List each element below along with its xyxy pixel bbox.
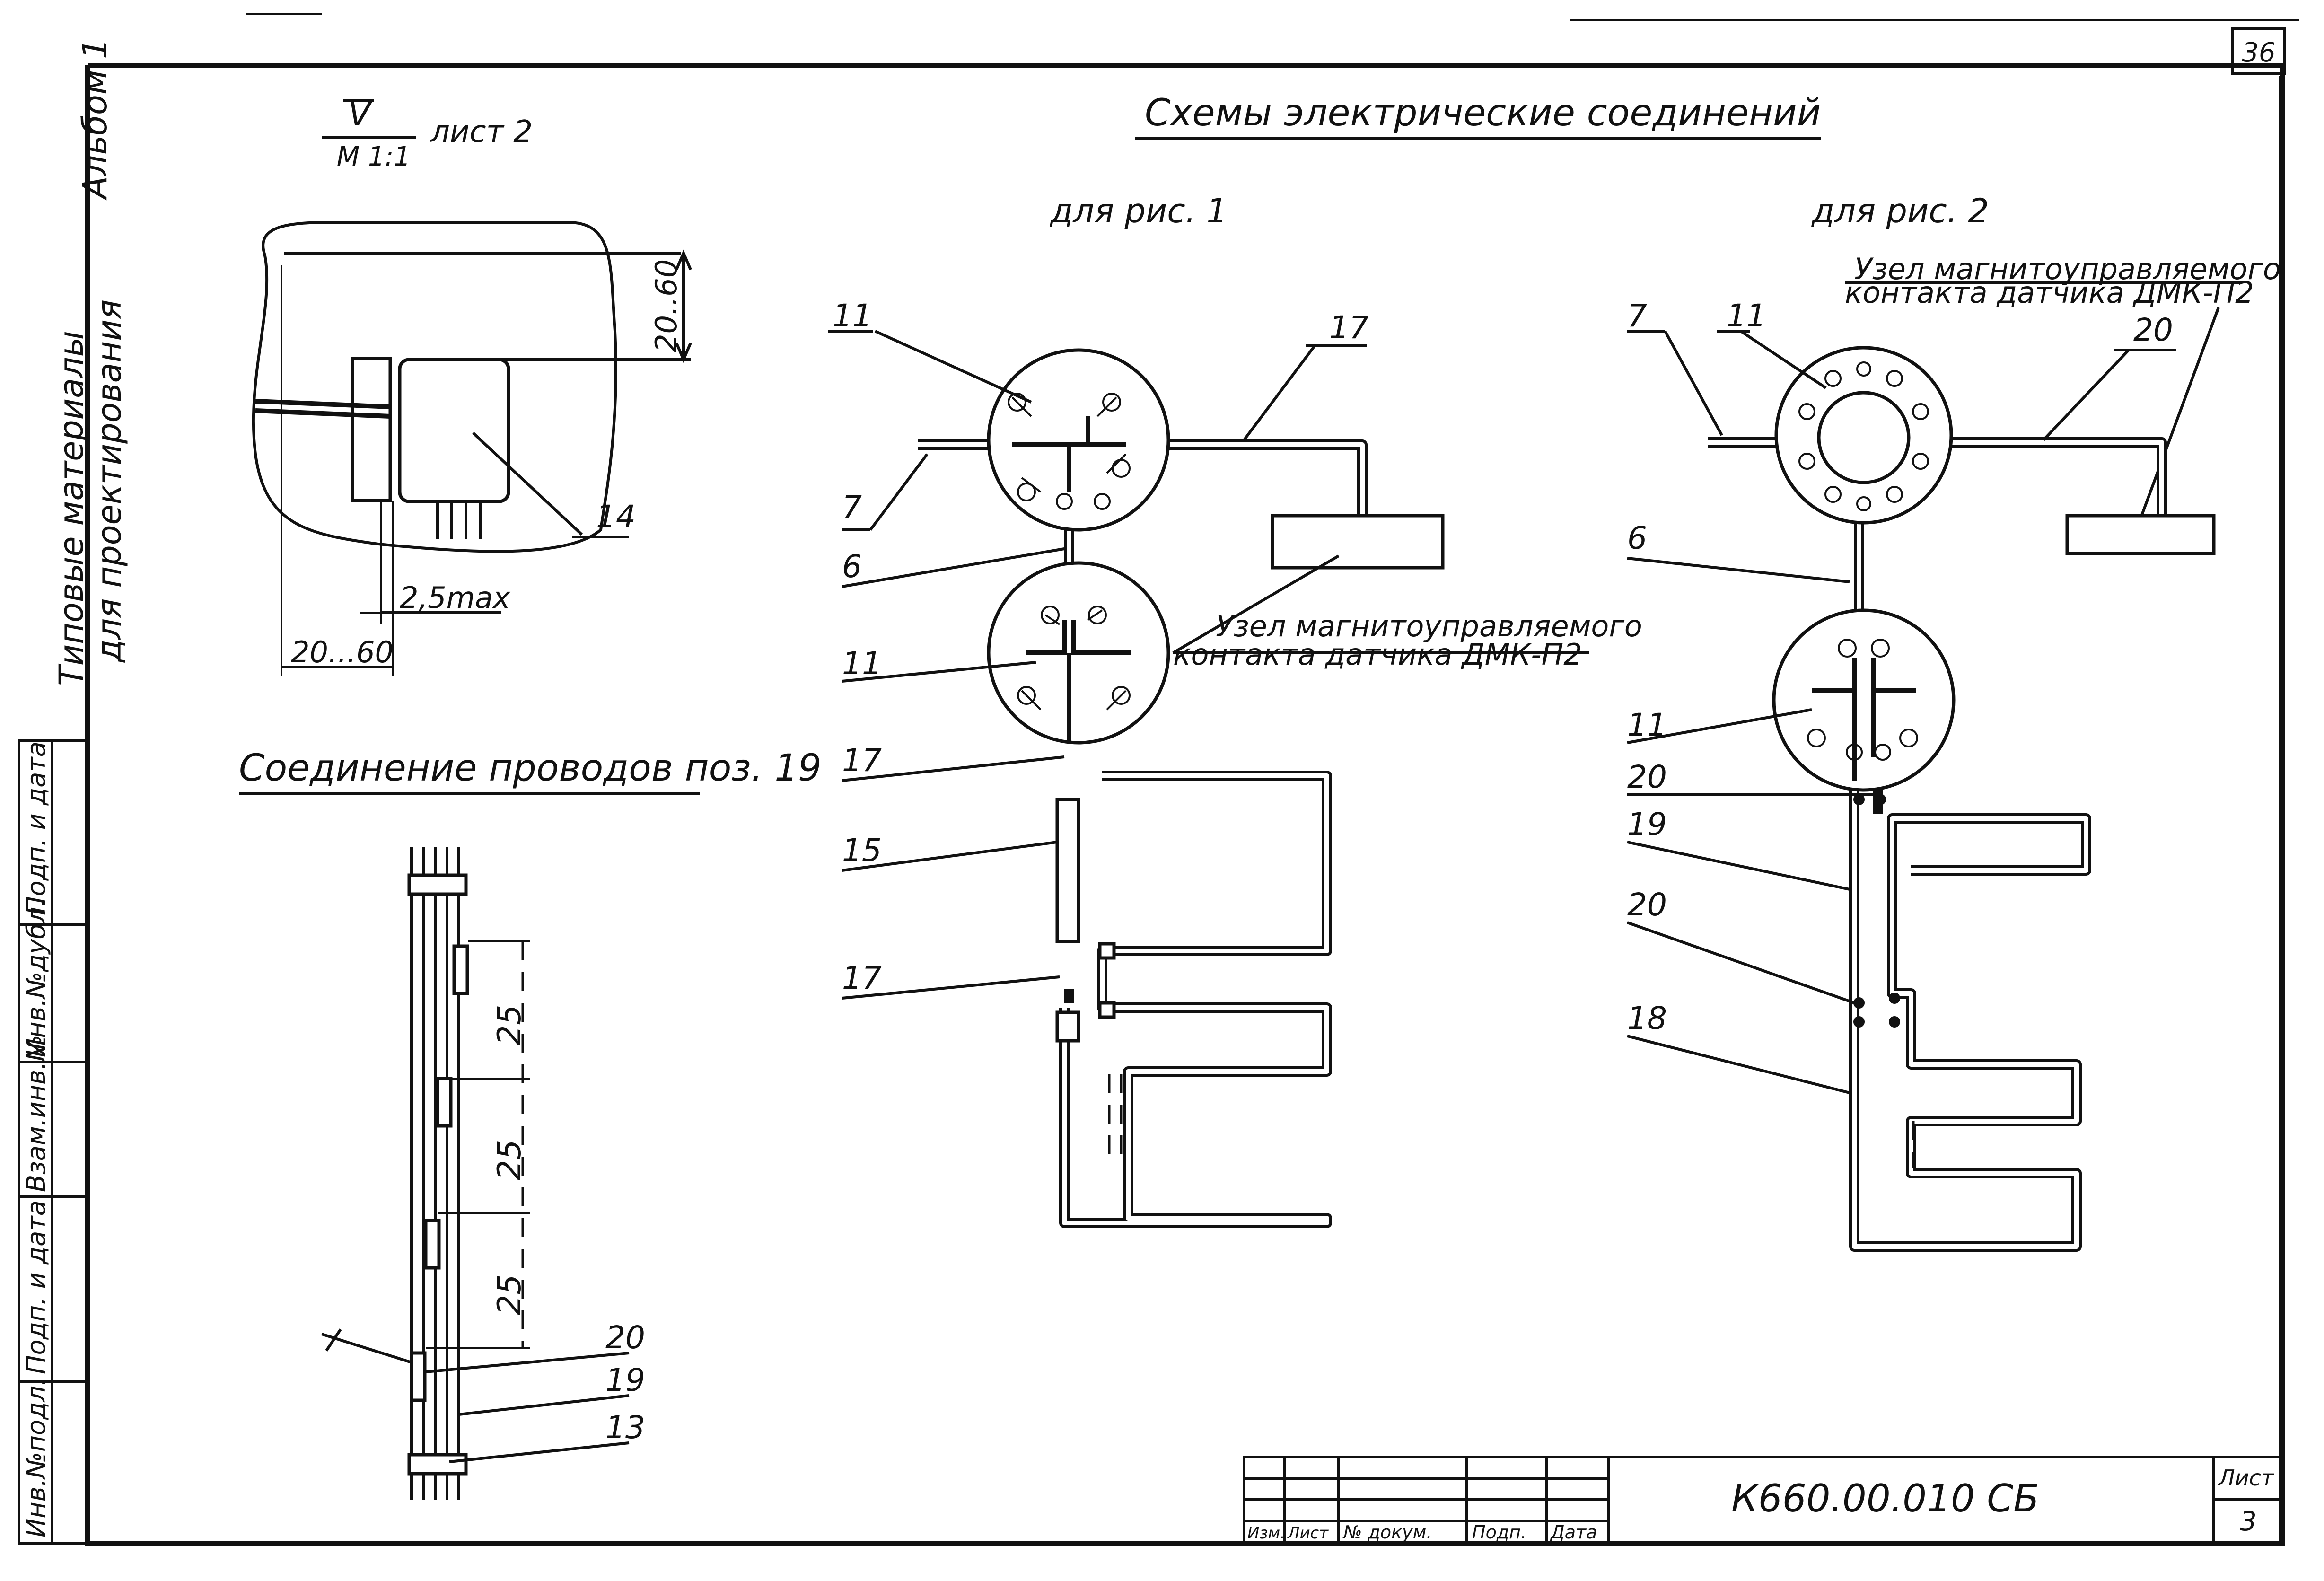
scheme2-title: для рис. 2 xyxy=(1811,192,1989,230)
title-block-designation: К660.00.010 СБ xyxy=(1731,1476,2039,1520)
scheme1-callout-7: 7 xyxy=(842,489,862,526)
scheme2-note-line1: Узел магнитоуправляемого xyxy=(1854,252,2281,286)
title-block-sheet-label: Лист xyxy=(2218,1465,2274,1491)
scheme2-callout-18: 18 xyxy=(1627,1000,1667,1036)
scheme1-callout-11b: 11 xyxy=(842,645,882,682)
stamp-dup-number: Инв.№дубл. xyxy=(21,899,51,1057)
scheme1-title: для рис. 1 xyxy=(1050,192,1228,230)
scheme2-callout-11a: 11 xyxy=(1727,298,1766,334)
scheme2-note-line2: контакта датчика ДМК-П2 xyxy=(1845,275,2254,310)
scheme2-callout-20b: 20 xyxy=(1627,759,1667,795)
stamp-sign-date-2: Подп. и дата xyxy=(21,1200,51,1374)
title-block xyxy=(1243,1456,2281,1545)
title-block-col-change: Изм. xyxy=(1247,1524,1285,1543)
scheme1-callout-11a: 11 xyxy=(833,298,872,334)
stamp-sign-date-1: Подп. и дата xyxy=(21,741,51,915)
detail-v-ref: лист 2 xyxy=(430,114,533,149)
wire-dim-2: 25 xyxy=(491,1139,528,1180)
materials-label-2: для проектирования xyxy=(90,299,129,663)
scheme2-callout-11b: 11 xyxy=(1627,707,1667,743)
scheme1-callout-15: 15 xyxy=(842,832,882,869)
dim-bottom: 20...60 xyxy=(291,635,394,669)
scheme2-callout-7: 7 xyxy=(1627,298,1647,334)
detail-v-callout-14: 14 xyxy=(596,499,636,535)
scheme1-callout-17a: 17 xyxy=(842,742,882,779)
detail-v-letter: V xyxy=(348,94,373,133)
title-block-col-sheet: Лист xyxy=(1287,1524,1329,1543)
wire-callout-13: 13 xyxy=(605,1409,645,1446)
detail-v-scale: M 1:1 xyxy=(337,141,411,172)
scheme2-callout-20c: 20 xyxy=(1627,887,1667,923)
dim-top: 20..60 xyxy=(649,259,684,352)
stamp-column xyxy=(18,739,89,1545)
stamp-replaced-number: Взам.инв.№ xyxy=(21,1035,51,1192)
wire-bundle xyxy=(321,847,630,1500)
scheme1-note-line1: Узел магнитоуправляемого xyxy=(1216,609,1642,643)
page-title: Схемы электрические соединений xyxy=(1145,92,1821,134)
scheme2-callout-20a: 20 xyxy=(2133,312,2173,348)
scheme1-diagram xyxy=(828,330,1589,1228)
detail-v xyxy=(252,99,692,676)
title-block-col-sign: Подп. xyxy=(1472,1522,1526,1543)
sheet-number: 36 xyxy=(2242,37,2275,68)
scheme2-callout-19: 19 xyxy=(1627,806,1667,843)
wire-callout-19: 19 xyxy=(605,1362,645,1398)
wire-callout-20: 20 xyxy=(605,1319,645,1356)
scheme1-note-line2: контакта датчика ДМК-П2 xyxy=(1173,637,1582,672)
title-block-sheet-value: 3 xyxy=(2240,1506,2257,1537)
wire-join-title: Соединение проводов поз. 19 xyxy=(239,747,822,790)
materials-label-1: Типовые материалы xyxy=(52,331,91,686)
scheme1-callout-17b: 17 xyxy=(842,960,882,996)
scheme1-callout-6: 6 xyxy=(842,548,862,585)
album-label: Альбом 1 xyxy=(76,38,114,201)
scheme1-callout-17c: 17 xyxy=(1329,309,1369,346)
scheme2-diagram xyxy=(1626,330,2216,1252)
wire-dim-1: 25 xyxy=(491,1004,528,1045)
dim-gap: 2,5max xyxy=(400,580,511,615)
stamp-original-number: Инв.№подл. xyxy=(21,1378,51,1537)
wire-dim-3: 25 xyxy=(491,1274,528,1315)
scheme2-callout-6: 6 xyxy=(1627,520,1647,556)
title-block-col-doc: № докум. xyxy=(1342,1522,1432,1543)
title-block-col-date: Дата xyxy=(1550,1522,1597,1543)
side-labels: Альбом 1 Типовые материалы для проектиро… xyxy=(52,38,129,686)
